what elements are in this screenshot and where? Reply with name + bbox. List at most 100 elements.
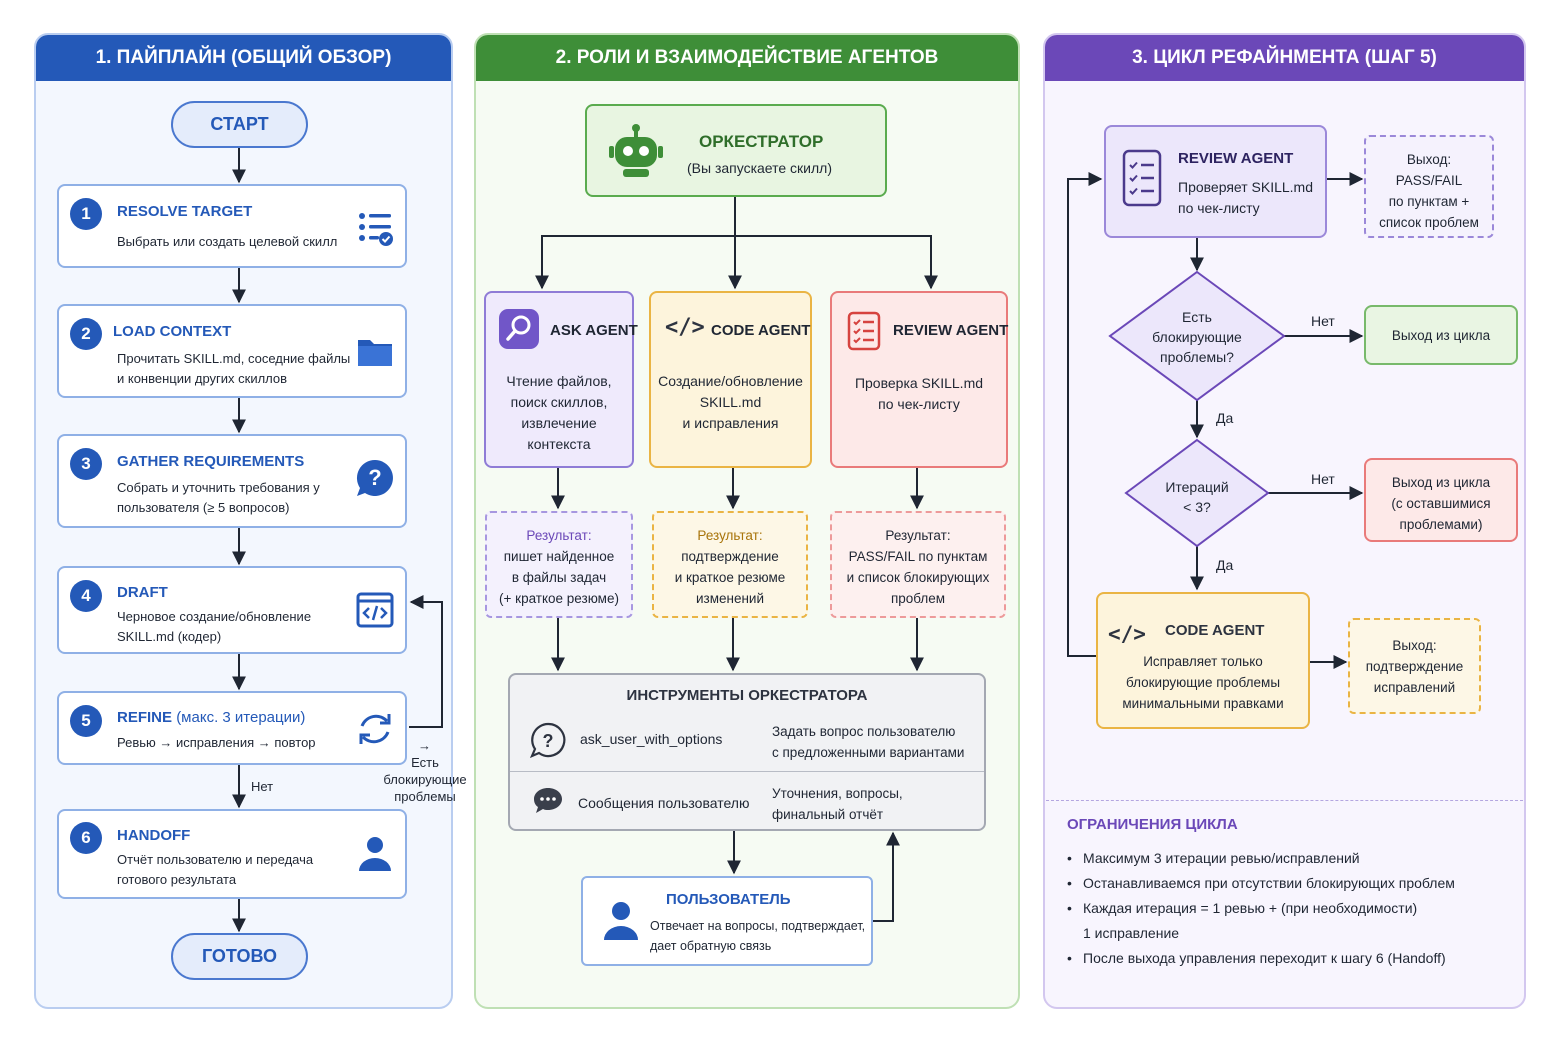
step-description: Собрать и уточнить требования у пользова… — [117, 478, 320, 518]
result-line: проблем — [890, 591, 946, 606]
decision-blocking-text: Есть блокирующие проблемы? — [1135, 307, 1259, 367]
step-resolve-target: 1 RESOLVE TARGET Выбрать или создать цел… — [57, 184, 407, 268]
user-description: Отвечает на вопросы, подтверждает, дает … — [650, 916, 865, 956]
limit-item: После выхода управления переходит к шагу… — [1067, 946, 1455, 971]
code-icon — [356, 592, 394, 628]
tool-description-line: Уточнения, вопросы, — [772, 786, 903, 801]
tool-description-line: финальный отчёт — [772, 807, 884, 822]
step-title: REFINE (макс. 3 итерации) — [117, 709, 305, 726]
exit-loop-box: Выход из цикла — [1364, 305, 1518, 365]
question-bubble-icon: ? — [530, 722, 566, 758]
exit-line: Выход из цикла — [1391, 475, 1491, 490]
output-line: Выход: — [1406, 152, 1452, 167]
result-line: (+ краткое резюме) — [499, 591, 619, 606]
loop-review-agent-box: REVIEW AGENT Проверяет SKILL.md по чек-л… — [1104, 125, 1327, 238]
tool-description: Задать вопрос пользователю с предложенны… — [772, 721, 964, 763]
step-description: Отчёт пользователю и передача готового р… — [117, 850, 313, 890]
tools-divider — [510, 771, 984, 772]
result-line: PASS/FAIL по пунктам — [848, 549, 988, 564]
step-title: RESOLVE TARGET — [117, 203, 253, 220]
user-description-line: дает обратную связь — [650, 939, 772, 953]
no-label: Нет — [251, 779, 274, 794]
user-description-line: Отвечает на вопросы, подтверждает, — [650, 919, 866, 933]
result-line: подтверждение — [681, 549, 779, 564]
tools-title: ИНСТРУМЕНТЫ ОРКЕСТРАТОРА — [626, 687, 868, 704]
description-line: SKILL.md — [699, 394, 762, 410]
svg-text:?: ? — [368, 465, 381, 490]
exit-line: проблемами) — [1399, 517, 1483, 532]
done-node: ГОТОВО — [171, 933, 308, 980]
step-description-line: пользователя (≥ 5 вопросов) — [117, 500, 290, 515]
code-output-box: Выход: подтверждение исправлений — [1348, 618, 1481, 714]
orchestrator-subtitle: (Вы запускаете скилл) — [687, 160, 832, 176]
decision-line: Итераций — [1165, 479, 1229, 495]
decision-iterations-text: Итераций < 3? — [1150, 477, 1244, 517]
step-gather-requirements: 3 GATHER REQUIREMENTS Собрать и уточнить… — [57, 434, 407, 528]
step-title: LOAD CONTEXT — [113, 323, 232, 340]
description-line: Проверка SKILL.md — [854, 375, 984, 391]
description-line: Создание/обновление — [658, 373, 803, 389]
output-line: список проблем — [1379, 215, 1479, 230]
checklist-doc-icon — [847, 311, 881, 351]
step-number: 6 — [70, 822, 102, 854]
start-node: СТАРТ — [171, 101, 308, 148]
review-agent-description: Проверка SKILL.md по чек-листу — [832, 373, 1006, 415]
review-agent-title: REVIEW AGENT — [893, 322, 1009, 339]
step-description: Ревью → исправления → повтор — [117, 735, 316, 750]
description-line: Чтение файлов, — [506, 373, 612, 389]
review-agent-result: Результат: PASS/FAIL по пунктам и список… — [830, 511, 1006, 618]
orchestrator-tools-box: ИНСТРУМЕНТЫ ОРКЕСТРАТОРА ? ask_user_with… — [508, 673, 986, 831]
step-title-note: (макс. 3 итерации) — [176, 709, 306, 726]
step-title: GATHER REQUIREMENTS — [117, 453, 305, 470]
output-line: Выход: — [1392, 638, 1437, 653]
ask-agent-title: ASK AGENT — [550, 322, 638, 339]
svg-text:?: ? — [543, 731, 554, 751]
checklist-icon — [359, 213, 393, 246]
tool-description: Уточнения, вопросы, финальный отчёт — [772, 783, 903, 825]
description-line: по чек-листу — [1178, 200, 1260, 216]
refresh-icon — [359, 714, 391, 744]
output-line: PASS/FAIL — [1395, 173, 1463, 188]
limit-item-text: Каждая итерация = 1 ревью + (при необход… — [1083, 900, 1418, 916]
step-description: Выбрать или создать целевой скилл — [117, 234, 338, 249]
step-number: 2 — [70, 318, 102, 350]
limit-item: Останавливаемся при отсутствии блокирующ… — [1067, 871, 1455, 896]
step-title: HANDOFF — [117, 827, 191, 844]
description-line: Исправляет только — [1143, 654, 1263, 669]
result-line: и список блокирующих — [846, 570, 990, 585]
orchestrator-title: ОРКЕСТРАТОР — [699, 132, 824, 151]
step-description-line: готового результата — [117, 872, 237, 887]
step-refine: 5 REFINE (макс. 3 итерации) Ревью → испр… — [57, 691, 407, 765]
review-agent-box: REVIEW AGENT Проверка SKILL.md по чек-ли… — [830, 291, 1008, 468]
step-description-line: Отчёт пользователю и передача — [117, 852, 314, 867]
tool-name: Сообщения пользователю — [578, 795, 750, 811]
exit-loop-text: Выход из цикла — [1391, 327, 1491, 343]
description-line: извлечение — [521, 415, 597, 431]
description-line: контекста — [527, 436, 591, 452]
orchestrator-box: ОРКЕСТРАТОР (Вы запускаете скилл) — [585, 104, 887, 197]
tool-name: ask_user_with_options — [580, 731, 723, 747]
code-brackets-icon: </> — [1108, 622, 1146, 646]
loop-label: → Есть блокирующие проблемы — [380, 737, 470, 805]
step-description: Прочитать SKILL.md, соседние файлы и кон… — [117, 349, 350, 389]
loop-label-arrow: → — [418, 738, 431, 753]
step-description-line: Прочитать SKILL.md, соседние файлы — [117, 351, 351, 366]
description-line: поиск скиллов, — [510, 394, 608, 410]
limit-item: Максимум 3 итерации ревью/исправлений — [1067, 846, 1455, 871]
limits-divider — [1046, 800, 1523, 801]
ask-agent-description: Чтение файлов, поиск скиллов, извлечение… — [486, 371, 632, 455]
result-line: в файлы задач — [511, 570, 607, 585]
ask-agent-box: ASK AGENT Чтение файлов, поиск скиллов, … — [484, 291, 638, 468]
folder-icon — [358, 340, 392, 366]
user-icon — [359, 837, 391, 871]
tool-row: Сообщения пользователю Уточнения, вопрос… — [510, 774, 984, 832]
result-line: изменений — [695, 591, 765, 606]
output-line: исправлений — [1373, 680, 1456, 695]
step-title-text: REFINE — [117, 709, 173, 726]
step-description-line: и конвенции других скиллов — [117, 371, 288, 386]
loop-code-agent-box: </> CODE AGENT Исправляет только блокиру… — [1096, 592, 1310, 729]
checklist-doc-icon — [1122, 149, 1162, 207]
loop-label-line: Есть — [411, 755, 439, 770]
pipeline-panel-title: 1. ПАЙПЛАЙН (ОБЩИЙ ОБЗОР) — [36, 35, 451, 81]
tool-description-line: Задать вопрос пользователю — [772, 724, 956, 739]
